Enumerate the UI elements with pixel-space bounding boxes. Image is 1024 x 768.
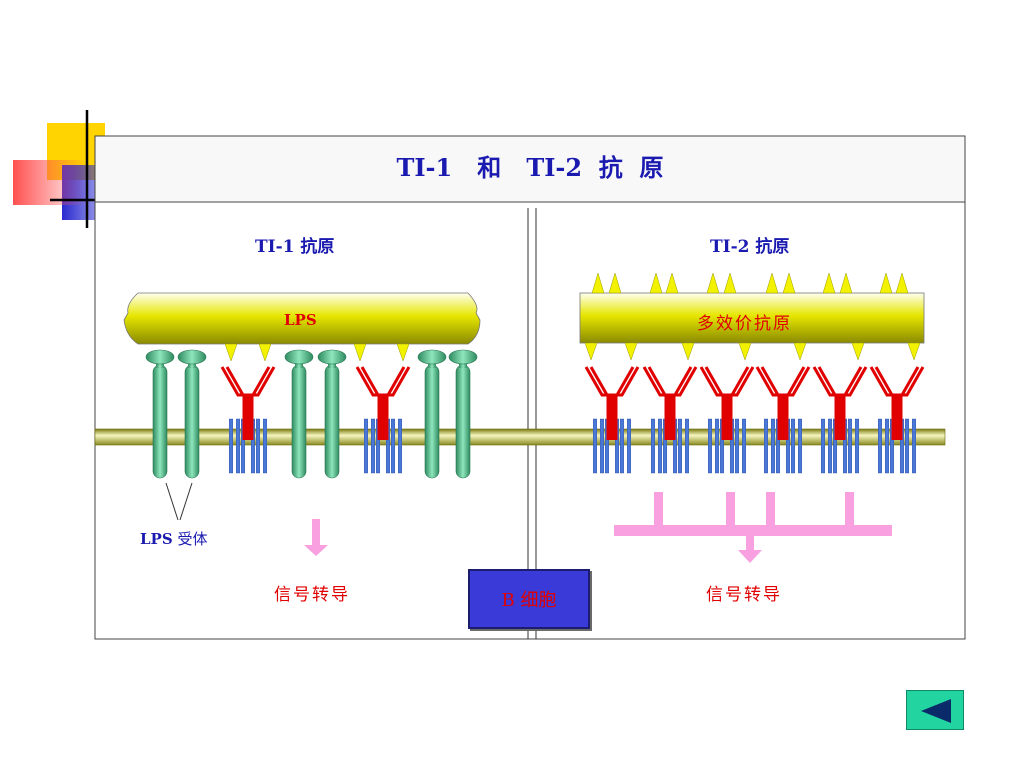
- epitope-spike: [851, 342, 865, 361]
- polyvalent-antigen: [579, 292, 925, 344]
- triangle-left-icon: [921, 699, 951, 723]
- epitope-spike: [822, 272, 836, 294]
- receptor-pointer-line: [165, 482, 179, 521]
- signal-transduction-right: 信号转导: [706, 585, 782, 605]
- epitope-spike: [624, 342, 638, 361]
- epitope-spike: [258, 343, 272, 362]
- epitope-spike: [396, 343, 410, 362]
- b-cell-receptor: [642, 366, 698, 474]
- b-cell-receptor: [869, 366, 925, 474]
- epitope-spike: [723, 272, 737, 294]
- epitope-spike: [706, 272, 720, 294]
- signal-transduction-left: 信号转导: [274, 585, 350, 605]
- b-cell-receptor: [220, 366, 276, 474]
- cell-membrane: [94, 428, 946, 446]
- epitope-spike: [793, 342, 807, 361]
- epitope-spike: [649, 272, 663, 294]
- b-cell-receptor: [584, 366, 640, 474]
- title-bar: [94, 135, 966, 203]
- lps-receptor: [284, 349, 314, 479]
- epitope-spike: [665, 272, 679, 294]
- signal-network-right: [614, 492, 892, 563]
- lps-receptor: [317, 349, 347, 479]
- back-button[interactable]: [906, 690, 964, 730]
- epitope-spike: [839, 272, 853, 294]
- diagram-frame: [94, 135, 966, 640]
- signal-arrow-left: [304, 519, 328, 556]
- slide-title: TI-1 和 TI-2 抗 原: [396, 153, 664, 182]
- lps-label: LPS: [284, 311, 317, 329]
- epitope-spike: [738, 342, 752, 361]
- epitope-spike: [879, 272, 893, 294]
- lps-receptor-label: LPS 受体: [140, 530, 208, 548]
- b-cell-receptor: [699, 366, 755, 474]
- lps-antigen: [123, 292, 481, 345]
- epitope-spike: [591, 272, 605, 294]
- lps-receptor: [417, 349, 447, 479]
- epitope-spike: [584, 342, 598, 361]
- b-cell-receptor: [355, 366, 411, 474]
- epitope-spike: [765, 272, 779, 294]
- epitope-spike: [224, 343, 238, 362]
- polyvalent-antigen-label: 多效价抗原: [697, 314, 792, 334]
- b-cell-receptor: [812, 366, 868, 474]
- epitope-spike: [782, 272, 796, 294]
- receptor-pointer-line: [179, 482, 193, 521]
- ti2-panel-title: TI-2 抗原: [710, 237, 790, 257]
- b-cell-label: B 细胞: [468, 569, 590, 629]
- epitope-spike: [353, 343, 367, 362]
- ti1-panel-title: TI-1 抗原: [255, 237, 335, 257]
- lps-receptor: [145, 349, 175, 479]
- lps-receptor: [177, 349, 207, 479]
- b-cell-receptor: [755, 366, 811, 474]
- epitope-spike: [608, 272, 622, 294]
- lps-receptor: [448, 349, 478, 479]
- epitope-spike: [907, 342, 921, 361]
- epitope-spike: [895, 272, 909, 294]
- epitope-spike: [681, 342, 695, 361]
